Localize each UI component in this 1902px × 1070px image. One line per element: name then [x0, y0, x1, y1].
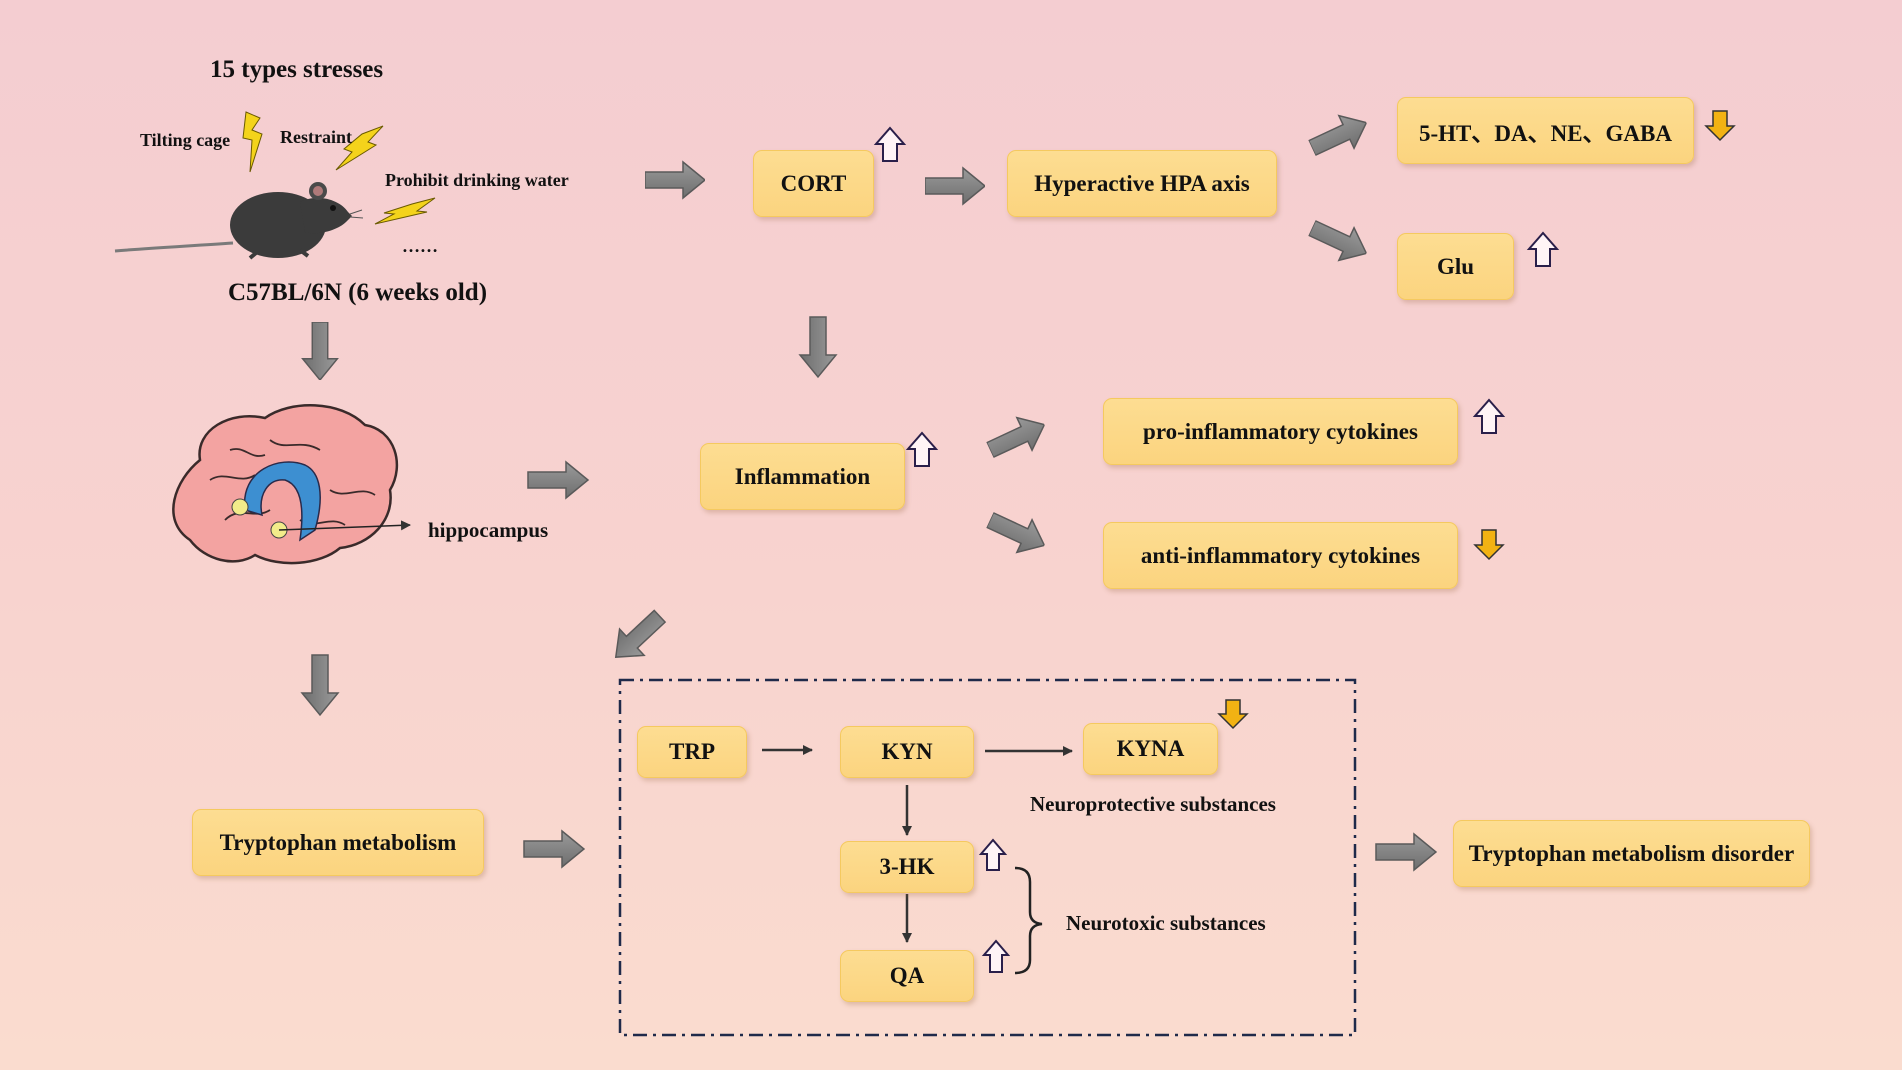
arrow-inflammation-to-anti	[981, 502, 1053, 563]
arrow-inflammation-to-pro	[981, 407, 1053, 468]
node-kyn: KYN	[840, 726, 974, 778]
arrow-down-icon	[1473, 529, 1505, 561]
arrow-up-icon	[873, 126, 907, 162]
neurotoxic-brace	[1014, 866, 1043, 975]
stress-label-restraint: Restraint	[280, 127, 352, 147]
node-pro-inflammatory: pro-inflammatory cytokines	[1103, 398, 1458, 465]
hippocampus-label: hippocampus	[428, 518, 549, 542]
arrow-mouse-to-brain	[301, 322, 339, 380]
arrow-up-icon	[1526, 231, 1560, 267]
node-tryptophan-metabolism: Tryptophan metabolism	[192, 809, 484, 876]
node-cort: CORT	[753, 150, 874, 217]
lightning-bolt-icon	[242, 111, 436, 225]
brain-illustration	[172, 404, 411, 565]
arrow-up-icon	[905, 431, 939, 467]
change-indicators	[873, 110, 1736, 973]
stress-title: 15 types stresses	[210, 56, 384, 83]
arrow-down-icon	[1704, 110, 1736, 142]
arrow-cort-to-inflammation	[798, 315, 838, 379]
node-anti-inflammatory: anti-inflammatory cytokines	[1103, 522, 1458, 589]
node-3hk: 3-HK	[840, 841, 974, 893]
node-qa: QA	[840, 950, 974, 1002]
neurotoxic-label: Neurotoxic substances	[1066, 911, 1266, 935]
node-glu: Glu	[1397, 233, 1514, 300]
mouse-strain-label: C57BL/6N (6 weeks old)	[228, 279, 488, 306]
arrow-hpa-to-glu	[1303, 210, 1375, 271]
arrow-up-icon	[981, 939, 1011, 973]
arrow-up-icon	[1472, 398, 1506, 434]
arrow-trp-metabolism-to-pathway	[523, 830, 585, 868]
node-hpa-axis: Hyperactive HPA axis	[1007, 150, 1277, 217]
arrow-stress-to-cort	[645, 161, 705, 199]
node-inflammation: Inflammation	[700, 443, 905, 510]
stress-label-tilting: Tilting cage	[140, 130, 231, 150]
node-trp: TRP	[637, 726, 747, 778]
stress-label-water: Prohibit drinking water	[385, 170, 569, 190]
mouse-illustration	[114, 182, 364, 260]
neuroprotective-label: Neuroprotective substances	[1030, 792, 1276, 816]
pathway-arrows	[762, 745, 1073, 943]
arrow-pathway-to-disorder	[1375, 833, 1437, 871]
arrow-brain-to-trp-metabolism	[300, 653, 340, 717]
stress-label-more: ……	[402, 236, 438, 256]
arrow-inflammation-to-trp-metabolism	[604, 603, 672, 670]
arrow-hpa-to-neurotransmitters	[1303, 105, 1375, 166]
node-kyna: KYNA	[1083, 723, 1218, 775]
arrow-brain-to-inflammation	[528, 462, 588, 498]
arrow-down-icon	[1217, 699, 1249, 730]
node-tryptophan-disorder: Tryptophan metabolism disorder	[1453, 820, 1810, 887]
node-neurotransmitters: 5-HT、DA、NE、GABA	[1397, 97, 1694, 164]
arrow-up-icon	[978, 838, 1008, 871]
arrow-cort-to-hpa	[925, 167, 985, 205]
kynurenine-pathway-frame	[618, 678, 1357, 1037]
